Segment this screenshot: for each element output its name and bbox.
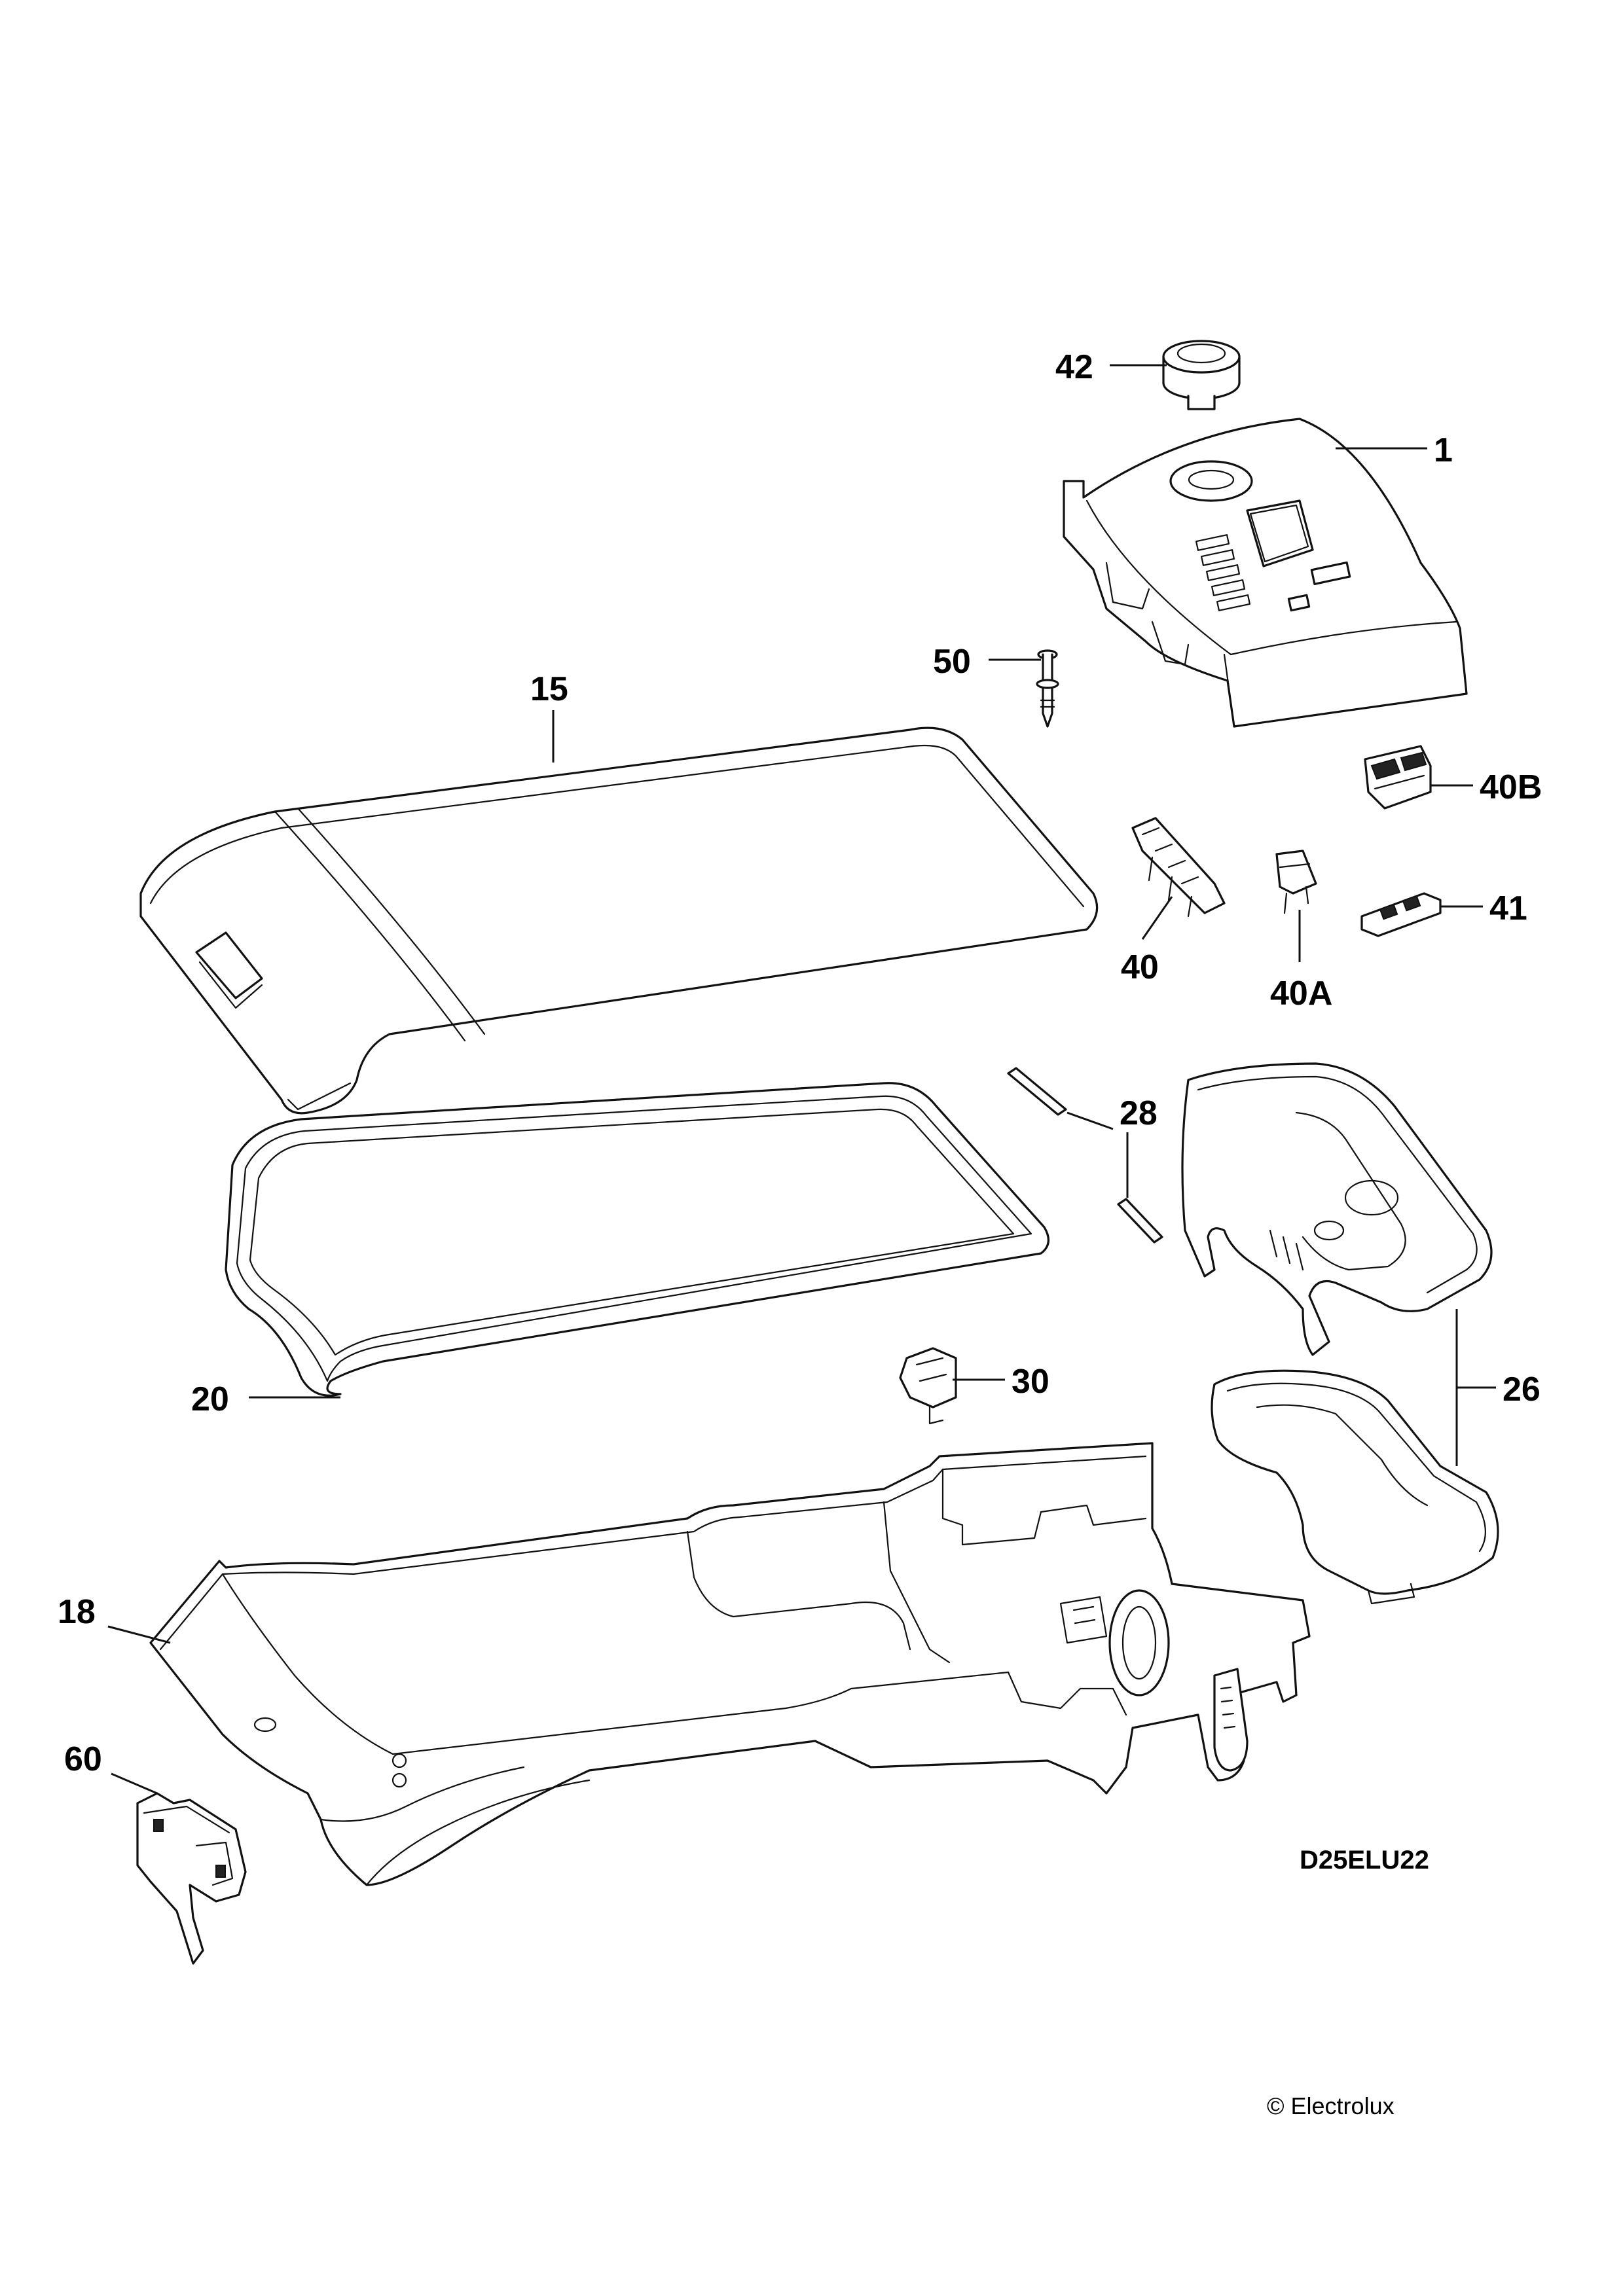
drawing-code: D25ELU22 bbox=[1300, 1846, 1429, 1874]
part-41-lens bbox=[1360, 892, 1442, 937]
callout-40a: 40A bbox=[1270, 975, 1332, 1013]
callout-42: 42 bbox=[1055, 348, 1093, 386]
callout-15: 15 bbox=[530, 670, 568, 708]
callout-28: 28 bbox=[1120, 1094, 1158, 1132]
part-15-lid bbox=[139, 726, 1099, 1115]
part-40-button-strip bbox=[1131, 817, 1226, 918]
callout-26: 26 bbox=[1503, 1371, 1541, 1408]
callout-40: 40 bbox=[1121, 948, 1159, 986]
part-40a-button bbox=[1275, 850, 1317, 914]
part-50-pin bbox=[1036, 649, 1059, 728]
callout-labels: 42 1 50 15 40B 40 40A 41 28 20 30 26 18 … bbox=[58, 348, 1542, 1778]
callout-41: 41 bbox=[1489, 889, 1527, 927]
part-28-rods bbox=[1007, 1067, 1163, 1244]
leader-lines bbox=[107, 364, 1496, 1795]
part-30-clip bbox=[899, 1347, 957, 1425]
part-20-gasket bbox=[225, 1082, 1049, 1397]
part-26-hinge-cover-upper bbox=[1181, 1062, 1493, 1356]
part-40b-button-block bbox=[1364, 745, 1432, 810]
copyright-notice: © Electrolux bbox=[1267, 2092, 1395, 2119]
callout-1: 1 bbox=[1434, 431, 1453, 469]
callout-60: 60 bbox=[64, 1740, 102, 1778]
part-18-base-frame bbox=[149, 1442, 1311, 1886]
part-60-connector bbox=[136, 1792, 247, 1965]
part-1-control-panel bbox=[1063, 418, 1468, 728]
part-26-hinge-cover-lower bbox=[1211, 1369, 1499, 1605]
callout-40b: 40B bbox=[1480, 768, 1542, 806]
callout-20: 20 bbox=[191, 1380, 229, 1418]
part-42-knob bbox=[1162, 340, 1241, 410]
callout-18: 18 bbox=[58, 1593, 96, 1631]
callout-50: 50 bbox=[933, 643, 971, 681]
callout-30: 30 bbox=[1012, 1363, 1049, 1401]
panel-buttons bbox=[1195, 534, 1251, 611]
